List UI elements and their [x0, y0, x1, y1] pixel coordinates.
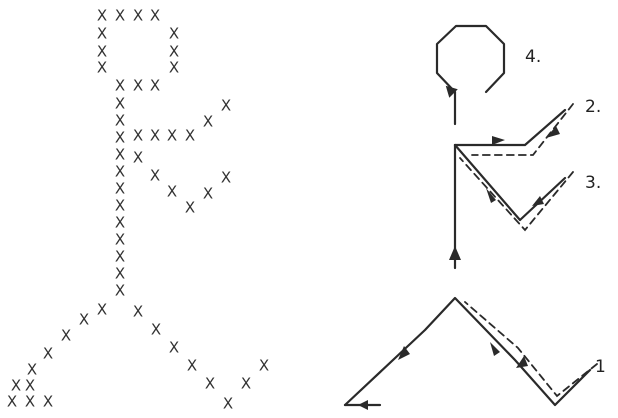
- cross-stitch-mark: X: [221, 169, 231, 187]
- cross-stitch-mark: X: [167, 183, 177, 201]
- cross-stitch-mark: X: [25, 377, 35, 395]
- cross-stitch-mark: X: [115, 95, 125, 113]
- cross-stitch-mark: X: [133, 127, 143, 145]
- cross-stitch-mark: X: [97, 301, 107, 319]
- cross-stitch-mark: X: [221, 97, 231, 115]
- cross-stitch-mark: X: [43, 393, 53, 411]
- cross-stitch-mark: X: [115, 197, 125, 215]
- cross-stitch-mark: X: [25, 393, 35, 411]
- foot-arrow-icon: [358, 400, 368, 410]
- cross-stitch-mark: X: [133, 149, 143, 167]
- cross-stitch-mark: X: [150, 127, 160, 145]
- cross-stitch-mark: X: [115, 282, 125, 300]
- cross-stitch-mark: X: [115, 77, 125, 95]
- step-label-3: 3.: [585, 173, 601, 193]
- cross-stitch-mark: X: [133, 77, 143, 95]
- stitch-path-stick-figure: 4. 2. 3. 1: [345, 26, 606, 410]
- cross-stitch-mark: X: [205, 375, 215, 393]
- cross-stitch-mark: X: [97, 59, 107, 77]
- cross-stitch-mark: X: [115, 146, 125, 164]
- cross-stitch-mark: X: [185, 199, 195, 217]
- body-arrow-icon: [449, 246, 461, 260]
- cross-stitch-mark: X: [151, 321, 161, 339]
- cross-stitch-mark: X: [115, 265, 125, 283]
- cross-stitch-mark: X: [150, 77, 160, 95]
- cross-stitch-mark: X: [223, 395, 233, 413]
- lower-arm-arrow-2-icon: [532, 196, 544, 206]
- legs-path: [345, 298, 590, 405]
- head-octagon-path: [437, 26, 504, 92]
- cross-stitch-mark: X: [169, 339, 179, 357]
- cross-stitch-mark: X: [115, 129, 125, 147]
- cross-stitch-mark: X: [203, 113, 213, 131]
- cross-stitch-mark: X: [115, 214, 125, 232]
- cross-stitch-mark: X: [185, 127, 195, 145]
- cross-stitch-mark: X: [169, 59, 179, 77]
- cross-stitch-mark: X: [115, 112, 125, 130]
- upper-arm-arrow-icon: [492, 136, 505, 145]
- cross-stitch-mark: X: [61, 327, 71, 345]
- cross-stitch-mark: X: [115, 231, 125, 249]
- cross-stitch-mark: X: [97, 25, 107, 43]
- cross-stitch-mark: X: [133, 7, 143, 25]
- cross-stitch-mark: X: [150, 167, 160, 185]
- upper-arm-return-path: [472, 104, 573, 155]
- cross-stitch-mark: X: [115, 180, 125, 198]
- cross-stitch-mark: X: [97, 7, 107, 25]
- cross-stitch-mark: X: [115, 248, 125, 266]
- cross-stitch-mark: X: [133, 303, 143, 321]
- upper-arm-path: [455, 110, 565, 145]
- step-label-4: 4.: [525, 47, 541, 67]
- upper-arm-return-arrow-icon: [546, 126, 560, 138]
- cross-stitch-mark: X: [259, 357, 269, 375]
- cross-stitch-mark: X: [115, 7, 125, 25]
- cross-stitch-mark: X: [187, 357, 197, 375]
- lower-arm-path: [455, 145, 565, 220]
- cross-stitch-mark: X: [79, 311, 89, 329]
- step-label-2: 2.: [585, 97, 601, 117]
- cross-stitch-mark: X: [7, 393, 17, 411]
- cross-stitch-mark: X: [150, 7, 160, 25]
- cross-stitch-mark: X: [43, 345, 53, 363]
- step-label-1: 1: [595, 357, 606, 377]
- cross-stitch-mark: X: [169, 25, 179, 43]
- cross-stitch-mark: X: [115, 163, 125, 181]
- cross-stitch-mark: X: [241, 375, 251, 393]
- cross-stitch-mark: X: [167, 127, 177, 145]
- cross-stitch-mark: X: [203, 185, 213, 203]
